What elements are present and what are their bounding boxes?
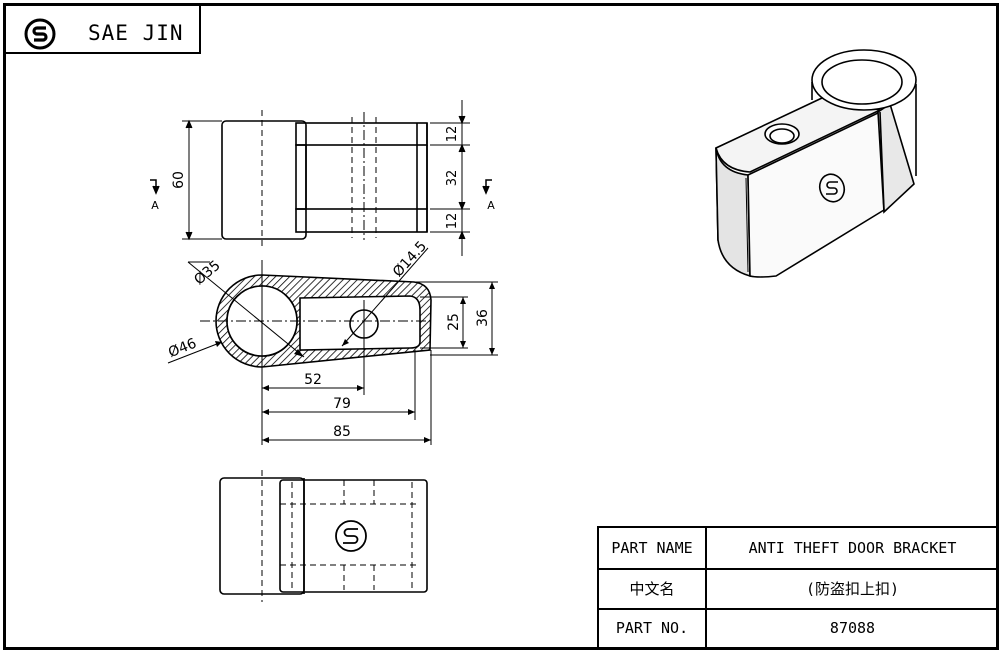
part-no-label: PART NO. [599,608,707,648]
chinese-name-value: (防盗扣上扣) [805,579,900,598]
chinese-name-label: 中文名 [599,568,707,608]
dim-36: 36 [475,309,491,327]
section-view [167,247,498,445]
dim-85: 85 [333,424,351,440]
dim-25: 25 [446,313,462,331]
dim-32: 32 [445,170,460,187]
section-marker-right: A [487,199,495,212]
top-view [150,100,492,256]
title-row-part-no: PART NO. 87088 [599,608,998,648]
brand-name: SAE JIN [88,21,184,45]
dim-dia-14-5: Ø14.5 [390,238,430,280]
part-no-value: 87088 [829,619,876,637]
isometric-view [715,49,917,278]
front-view-logo-icon [335,520,367,552]
title-row-part-name: PART NAME ANTI THEFT DOOR BRACKET [599,528,998,570]
title-block: PART NAME ANTI THEFT DOOR BRACKET 中文名 (防… [597,526,998,648]
ss-logo-icon [24,18,56,50]
section-marker-left: A [151,199,159,212]
dim-60: 60 [171,171,187,189]
part-name-value: ANTI THEFT DOOR BRACKET [748,539,957,557]
isometric-logo-icon [818,173,846,203]
part-name-label: PART NAME [599,528,707,568]
dim-52: 52 [304,372,322,388]
top-view-dimension-labels: 60 12 32 12 A A [151,126,495,230]
title-row-chinese-name: 中文名 (防盗扣上扣) [599,568,998,610]
drawing-border [3,3,999,650]
dim-12-bottom: 12 [445,213,460,230]
dim-79: 79 [333,396,351,412]
logo-block: SAE JIN [6,6,201,54]
front-view [219,470,428,602]
dim-12-top: 12 [445,126,460,143]
